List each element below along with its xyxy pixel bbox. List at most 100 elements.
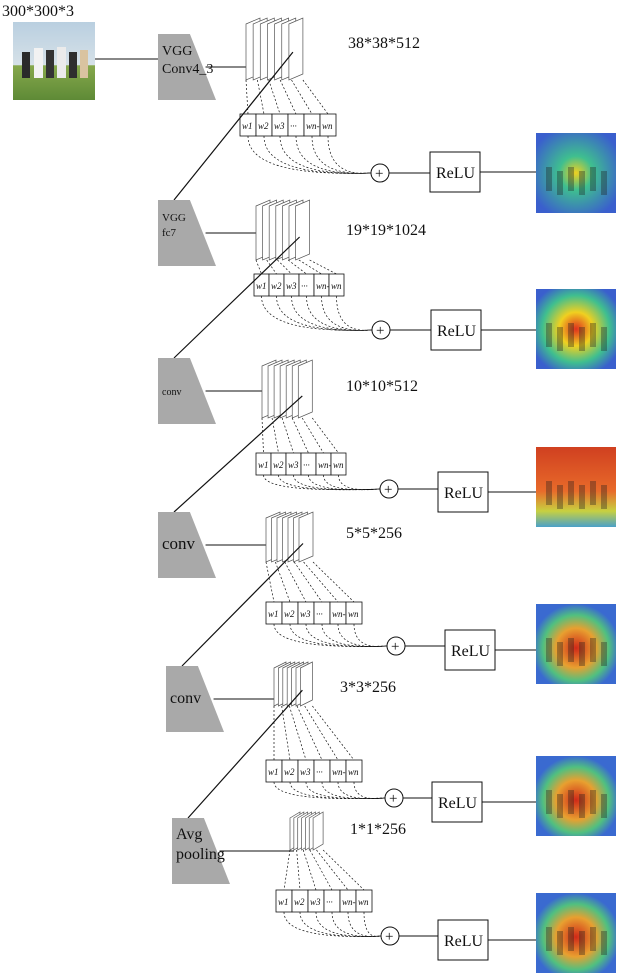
heatmap-dog-silhouette [590, 927, 596, 951]
weight-label: w1 [278, 897, 289, 907]
weight-sum-link [289, 781, 386, 800]
layer-to-next-block-line [173, 51, 294, 201]
feature-weight-link [281, 705, 291, 761]
weight-label: w2 [294, 897, 305, 907]
layer-to-next-block-line [181, 543, 304, 667]
relu-label: ReLU [444, 485, 484, 502]
feature-weight-link [296, 849, 301, 891]
sum-symbol: + [385, 929, 393, 945]
heatmap-dog-silhouette [601, 485, 607, 509]
layer-block-label: conv [170, 690, 201, 707]
feature-weight-link [312, 705, 355, 761]
weight-sum-link [331, 911, 382, 937]
feature-weight-link [266, 259, 277, 275]
feature-weight-link [309, 259, 337, 275]
layer-block-label: conv [162, 387, 181, 398]
weight-label: ··· [301, 281, 308, 291]
feature-weight-link [309, 849, 333, 891]
weight-sum-link [299, 911, 382, 937]
weight-label: w2 [284, 767, 295, 777]
weight-sum-link [353, 781, 386, 799]
relu-label: ReLU [436, 165, 476, 182]
layer-block-3 [158, 358, 216, 424]
heatmap-dog-silhouette [546, 481, 552, 505]
feature-map [312, 811, 324, 851]
feature-weight-link [293, 561, 323, 603]
heatmap-dog-silhouette [601, 794, 607, 818]
feature-map [300, 661, 313, 707]
sum-symbol: + [376, 323, 384, 339]
weight-label: wn-1 [306, 121, 324, 131]
feature-weight-link [322, 849, 365, 891]
feature-weight-link [271, 417, 279, 454]
feature-weight-link [291, 417, 309, 454]
weight-label: wn [348, 609, 359, 619]
feature-weight-link [281, 417, 294, 454]
weight-label: w1 [256, 281, 267, 291]
heatmap-fill [536, 604, 616, 684]
heatmap-dog-silhouette [557, 171, 563, 195]
weight-sum-link [327, 135, 372, 174]
heatmap-dog-silhouette [579, 642, 585, 666]
heatmap-image [536, 604, 616, 684]
feature-weight-link [312, 561, 355, 603]
feature-weight-link [289, 705, 307, 761]
layer-block-label: VGG [162, 212, 186, 224]
input-image: 300*300*3 [2, 3, 95, 100]
weight-label: w3 [300, 767, 311, 777]
weight-label: w1 [242, 121, 253, 131]
weight-sum-link [321, 781, 386, 799]
weight-label: wn [333, 460, 344, 470]
heatmap-dog-silhouette [546, 638, 552, 662]
feature-weight-link [257, 79, 265, 115]
layer-dims-label: 19*19*1024 [346, 222, 426, 239]
weight-sum-link [336, 295, 373, 331]
sum-symbol: + [384, 482, 392, 498]
heatmap-dog-silhouette [568, 927, 574, 951]
layer-block-1 [158, 34, 216, 100]
weight-sum-link [291, 295, 373, 331]
heatmap-dog-silhouette [557, 794, 563, 818]
heatmap-dog-silhouette [590, 638, 596, 662]
heatmap-fill [536, 133, 616, 213]
heatmap-dog-silhouette [579, 171, 585, 195]
heatmap-dog-silhouette [568, 790, 574, 814]
heatmap-dog-silhouette [601, 931, 607, 955]
weight-sum-link [338, 474, 381, 491]
weight-label: wn-1 [316, 281, 334, 291]
weight-sum-link [306, 295, 373, 331]
weight-label: ··· [316, 767, 323, 777]
layer-dims-label: 38*38*512 [348, 35, 420, 52]
weight-label: w3 [286, 281, 297, 291]
feature-map [297, 359, 313, 419]
heatmap-dog-silhouette [568, 167, 574, 191]
feature-weight-link [275, 561, 291, 603]
heatmap-image [536, 756, 616, 836]
layer-block-5 [166, 666, 224, 732]
heatmap-dog-silhouette [557, 642, 563, 666]
weight-sum-link [337, 623, 388, 647]
layer-block-label: conv [162, 534, 196, 553]
heatmap-dog-silhouette [601, 327, 607, 351]
relu-label: ReLU [438, 795, 478, 812]
layer-block-label: fc7 [162, 227, 177, 239]
feature-weight-link [302, 849, 317, 891]
feature-weight-link [255, 259, 262, 275]
heatmap-image [536, 133, 616, 213]
heatmap-dog-silhouette [590, 167, 596, 191]
weight-label: wn [322, 121, 333, 131]
weight-label: wn [358, 897, 369, 907]
feature-weight-link [296, 705, 323, 761]
weight-sum-link [321, 623, 388, 647]
relu-label: ReLU [437, 323, 477, 340]
layer-dims-label: 3*3*256 [340, 679, 396, 696]
heatmap-fill [536, 893, 616, 973]
heatmap-dog-silhouette [546, 323, 552, 347]
weight-label: wn-1 [332, 609, 350, 619]
weight-label: wn [348, 767, 359, 777]
